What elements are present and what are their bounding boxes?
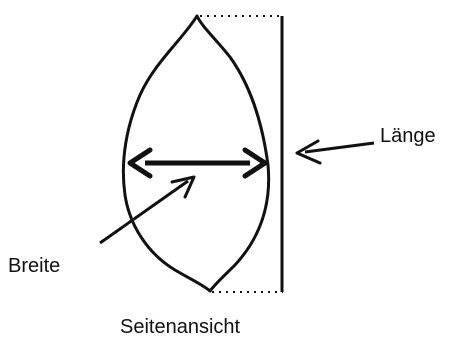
length-label: Länge	[380, 125, 436, 147]
caption: Seitenansicht	[120, 316, 241, 338]
width-arrow	[127, 147, 268, 179]
length-pointer-arrow	[295, 139, 375, 165]
width-label: Breite	[8, 255, 60, 277]
grain-outline	[121, 14, 271, 293]
width-pointer-arrow	[99, 175, 196, 245]
